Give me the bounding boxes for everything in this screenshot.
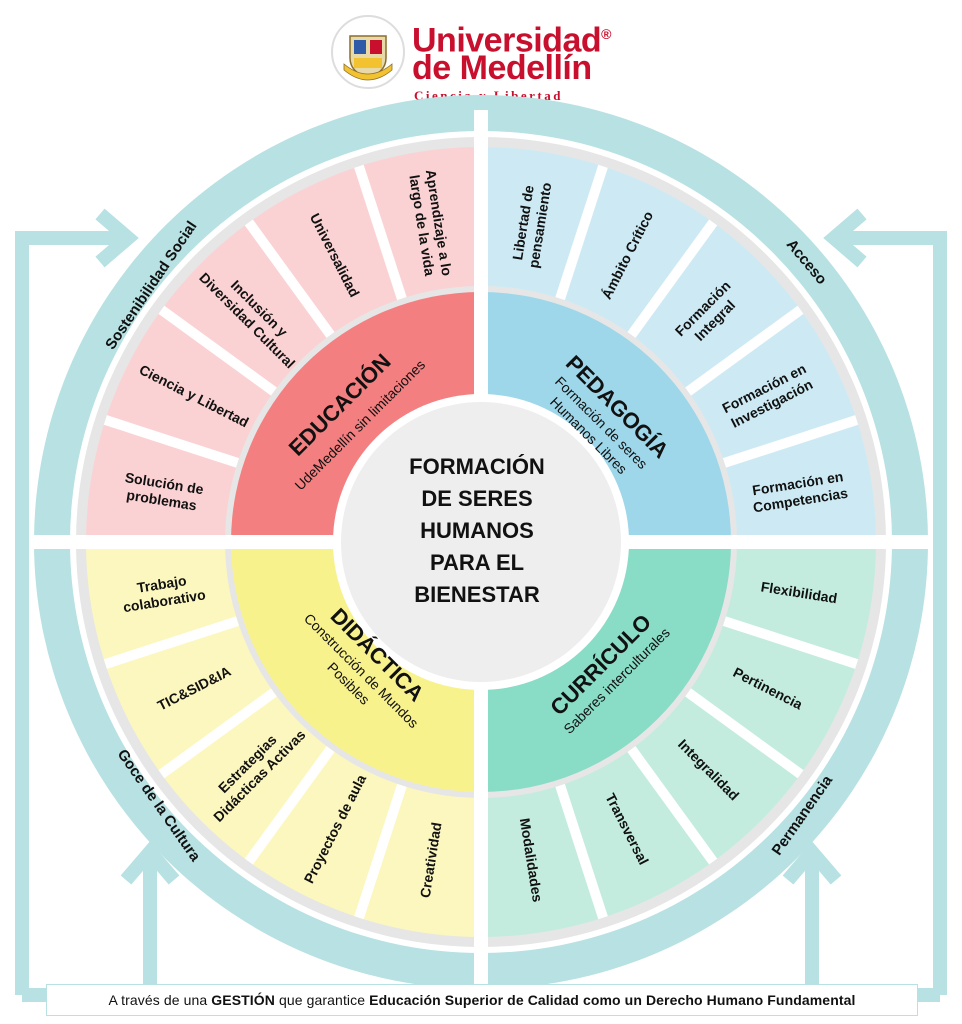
bottom-prefix: A través de una (108, 992, 212, 1008)
pedagogia-divider (627, 219, 718, 338)
center-line-3: HUMANOS (420, 518, 534, 543)
center-circle (341, 402, 621, 682)
pedagogia-divider (555, 164, 608, 301)
educacion-divider (103, 415, 240, 468)
logo-line2: de Medellín (412, 49, 592, 87)
pedagogia-divider (685, 305, 804, 396)
item-dividers (103, 164, 859, 920)
didactica-divider (244, 746, 335, 865)
center-line-2: DE SERES (421, 486, 532, 511)
educacion-divider (354, 164, 407, 301)
didactica-divider (354, 783, 407, 920)
center-line-4: PARA EL (430, 550, 524, 575)
center-line-5: BIENESTAR (414, 582, 540, 607)
bottom-bold-statement: Educación Superior de Calidad como un De… (369, 992, 856, 1008)
didactica-divider (158, 688, 277, 779)
center-title: FORMACIÓN DE SERES HUMANOS PARA EL BIENE… (409, 454, 545, 607)
curriculo-divider (685, 688, 804, 779)
educacion-divider (158, 305, 277, 396)
registered-mark: ® (601, 26, 611, 42)
bottom-middle: que garantice (275, 992, 370, 1008)
bottom-bold-gestion: GESTIÓN (211, 992, 275, 1008)
didactica-item-line: Trabajo (136, 572, 188, 596)
curriculo-divider (722, 616, 859, 669)
arrow-heads (95, 208, 867, 885)
center-line-1: FORMACIÓN (409, 454, 545, 479)
pedagogia-divider (722, 415, 859, 468)
logo-line1: Universidad (412, 21, 602, 60)
educacion-divider (244, 219, 335, 338)
university-seal-logo (331, 15, 405, 89)
curriculo-divider (627, 746, 718, 865)
curriculo-divider (555, 783, 608, 920)
didactica-divider (103, 616, 240, 669)
bottom-statement: A través de una GESTIÓN que garantice Ed… (46, 984, 918, 1016)
